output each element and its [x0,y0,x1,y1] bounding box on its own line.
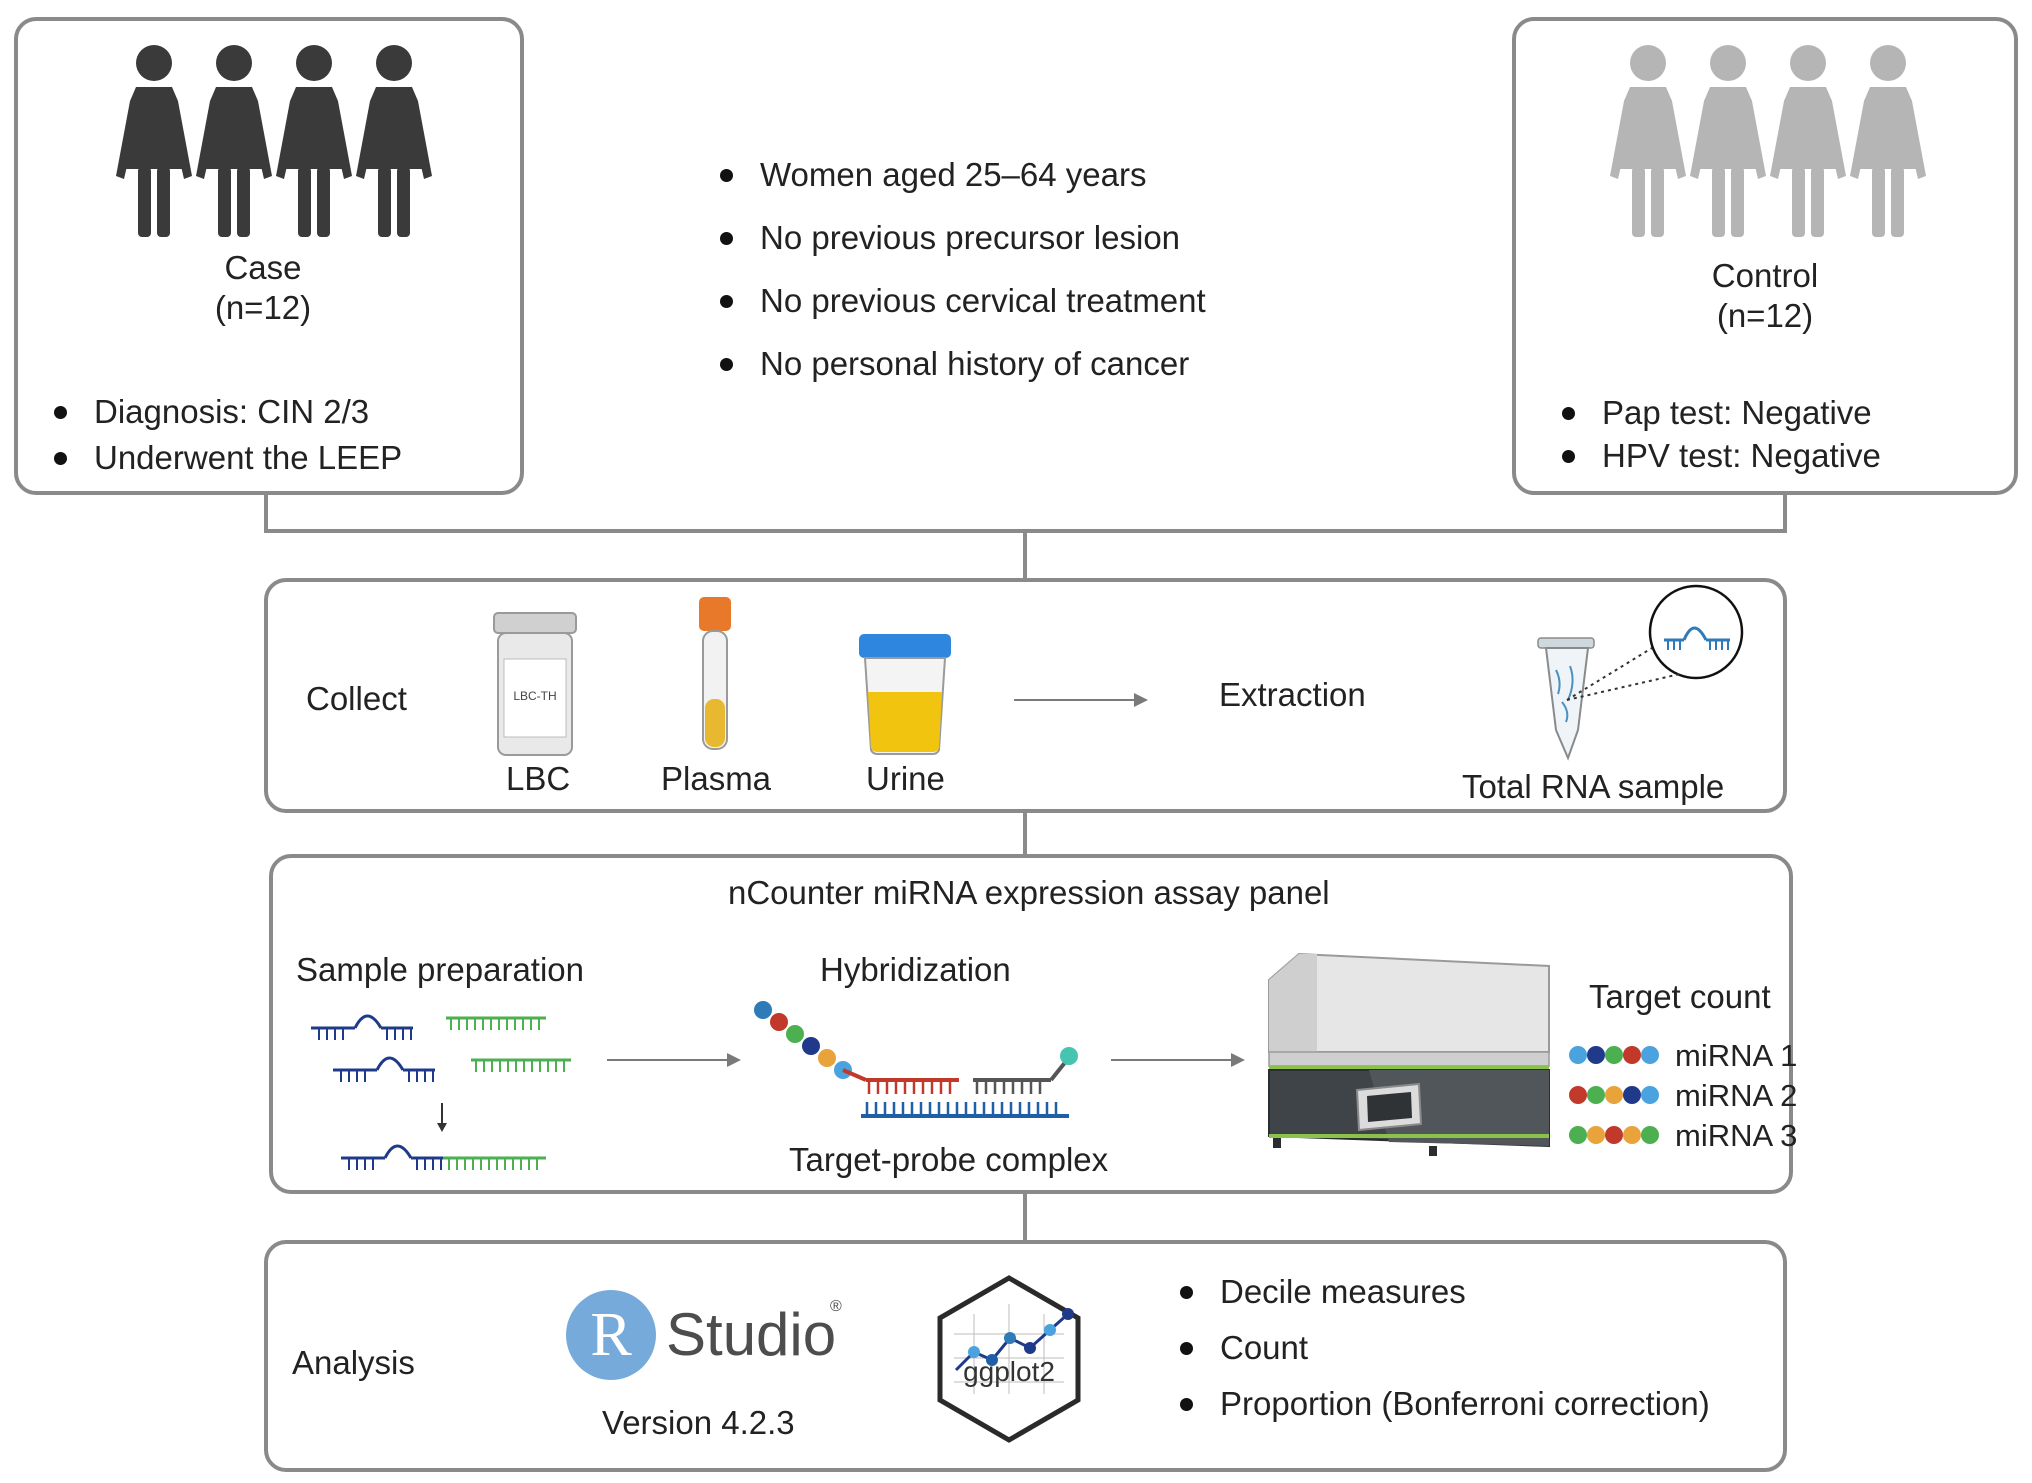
rstudio-r-letter: R [590,1301,632,1369]
total-rna-label: Total RNA sample [1462,768,1725,805]
collect-arrow-icon [1014,693,1148,707]
case-bullet-leep: Underwent the LEEP [52,435,402,481]
sample-prep-label: Sample preparation [296,951,585,988]
lbc-jar-label: LBC-TH [513,689,557,703]
mirna-barcode-3-icon [1569,1126,1659,1144]
mirna-barcode-1-icon [1569,1046,1659,1064]
analysis-bullet-proportion: Proportion (Bonferroni correction) [1178,1376,1710,1432]
collect-box: Collect LBC-TH LBC Plasma Urine Extracti… [264,578,1787,813]
extraction-label: Extraction [1219,676,1366,713]
urine-cup-icon [859,634,951,755]
target-probe-complex-label: Target-probe complex [789,1141,1109,1178]
control-title: Control [1711,257,1819,294]
rstudio-circle-icon [566,1290,656,1380]
mirna-barcode-2-icon [1569,1086,1659,1104]
ncounter-title: nCounter miRNA expression assay panel [728,874,1330,911]
sample-lbc-label: LBC [506,760,571,797]
ggplot2-hex-icon [937,1275,1081,1443]
sample-plasma-label: Plasma [661,760,772,797]
control-women-figures-icon [1610,45,1926,237]
target-probe-complex-icon [754,1001,1078,1118]
hybridization-to-counter-arrow-icon [1111,1053,1245,1067]
lbc-jar-icon [493,612,577,756]
rna-tube-icon [1537,584,1744,761]
criteria-bullet-cancer: No personal history of cancer [718,332,1206,395]
prep-to-hybridization-arrow-icon [607,1053,741,1067]
criteria-bullet-age: Women aged 25–64 years [718,143,1206,206]
case-box: Case (n=12) Diagnosis: CIN 2/3 Underwent… [14,17,524,495]
control-box: Control (n=12) Pap test: Negative HPV te… [1512,17,2018,495]
case-criteria-list: Diagnosis: CIN 2/3 Underwent the LEEP [52,389,402,481]
case-women-figures-icon [116,45,432,237]
criteria-bullet-treatment: No previous cervical treatment [718,269,1206,332]
r-version-label: Version 4.2.3 [602,1404,795,1441]
control-bullet-pap: Pap test: Negative [1560,391,1881,434]
sample-prep-strands-icon [311,1014,571,1170]
rstudio-registered-mark: ® [830,1298,842,1315]
control-bullet-hpv: HPV test: Negative [1560,434,1881,477]
case-title: Case [224,249,302,286]
mirna-1-label: miRNA 1 [1675,1038,1798,1073]
analysis-label: Analysis [292,1344,415,1381]
plasma-tube-icon [699,597,731,750]
analysis-box: Analysis R Studio ® Version 4.2.3 ggplot… [264,1240,1787,1472]
target-count-label: Target count [1589,978,1771,1015]
hybridization-label: Hybridization [820,951,1011,988]
sample-urine-label: Urine [866,760,945,797]
control-n: (n=12) [1716,297,1814,334]
analysis-bullet-count: Count [1178,1320,1710,1376]
criteria-bullet-precursor: No previous precursor lesion [718,206,1206,269]
case-n: (n=12) [214,289,312,326]
mirna-2-label: miRNA 2 [1675,1078,1798,1113]
rstudio-logo: R Studio ® [566,1286,856,1386]
case-bullet-diagnosis: Diagnosis: CIN 2/3 [52,389,402,435]
ggplot2-label: ggplot2 [963,1356,1055,1387]
rstudio-wordmark: Studio [666,1301,837,1368]
collect-label: Collect [306,680,407,717]
inclusion-criteria-list: Women aged 25–64 years No previous precu… [718,143,1206,395]
ncounter-instrument-icon [1268,952,1550,1156]
ncounter-box: nCounter miRNA expression assay panel Sa… [269,854,1797,1194]
analysis-methods-list: Decile measures Count Proportion (Bonfer… [1178,1264,1710,1432]
analysis-bullet-decile: Decile measures [1178,1264,1710,1320]
control-criteria-list: Pap test: Negative HPV test: Negative [1560,391,1881,477]
mirna-3-label: miRNA 3 [1675,1118,1798,1153]
